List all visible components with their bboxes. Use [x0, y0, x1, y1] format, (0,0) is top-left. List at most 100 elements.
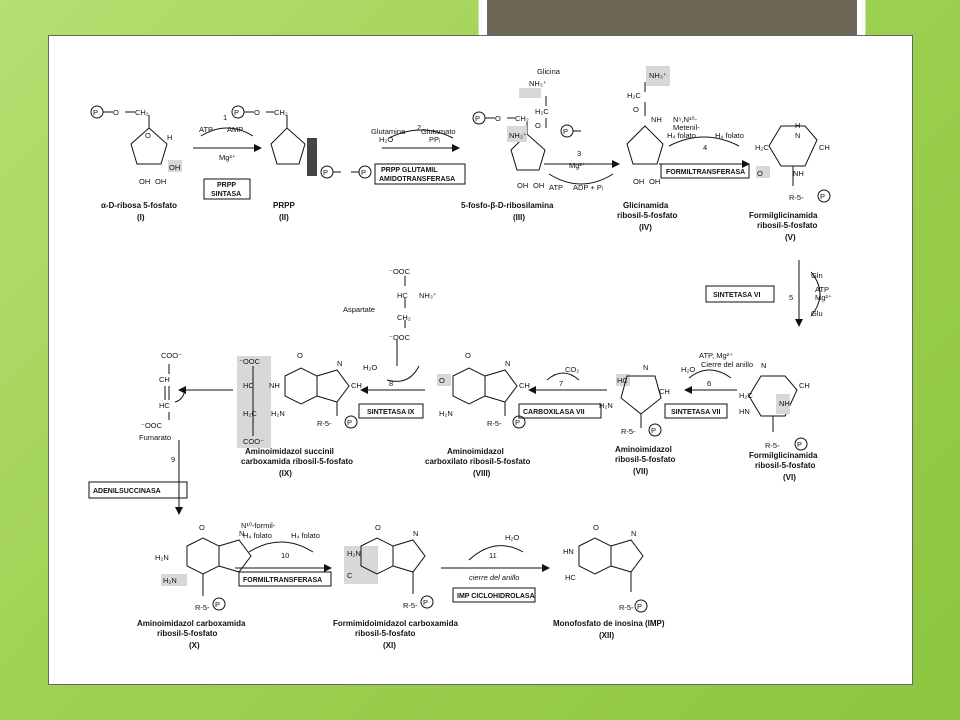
- hc-label: HC: [397, 291, 408, 300]
- ch-label: CH: [519, 381, 530, 390]
- hc-label: HC: [565, 573, 576, 582]
- compound-vi-structure: [748, 375, 808, 451]
- compound-v-number: (V): [785, 233, 796, 242]
- ch-label: CH: [819, 143, 830, 152]
- phosphate-label: P: [475, 114, 480, 123]
- ch2-label: CH₂: [515, 114, 529, 123]
- compound-ii-name: PRPP: [273, 201, 295, 210]
- step1-enzyme-line1: PRPP: [217, 182, 236, 189]
- hc-label: HC: [243, 381, 254, 390]
- step2-input2: H₂O: [379, 135, 393, 144]
- step6-water: H₂O: [681, 365, 695, 374]
- step10-input1: N¹⁰-formil-: [241, 521, 276, 530]
- phosphate-label: P: [563, 127, 568, 136]
- step7-input: CO₂: [565, 365, 579, 374]
- ch-label: CH: [351, 381, 362, 390]
- compound-i-name: α-D-ribosa 5-fosfato: [101, 201, 177, 210]
- compound-ix-number: (IX): [279, 469, 292, 478]
- step4-output: H₄ folato: [715, 131, 744, 140]
- hn-label: HN: [563, 547, 574, 556]
- step2-output2: PPᵢ: [429, 135, 440, 144]
- r5p-label: R-5-: [317, 419, 332, 428]
- step2-enzyme-line1: PRPP GLUTAMIL: [381, 167, 438, 174]
- h2n-label: H₂N: [271, 409, 285, 418]
- h2n-label: H₂N: [163, 576, 177, 585]
- coo-label: ⁻OOC: [389, 267, 411, 276]
- step5-input2: ATP: [815, 285, 829, 294]
- coo-label: COO⁻: [243, 437, 264, 446]
- step3-output: ADP + Pᵢ: [573, 183, 603, 192]
- compound-ix-structure: [237, 356, 358, 448]
- step6-enzyme: SINTETASA VII: [671, 409, 720, 416]
- ch-label: CH: [659, 387, 670, 396]
- compound-i-number: (I): [137, 213, 145, 222]
- ch2-label: H₂C: [739, 391, 753, 400]
- h2n-label: H₂N: [155, 553, 169, 562]
- h2n-label: H₂N: [347, 549, 361, 558]
- compound-vii-name-2: ribosil-5-fosfato: [615, 455, 676, 464]
- phosphate-label: P: [797, 440, 802, 449]
- step9-enzyme: ADENILSUCCINASA: [93, 488, 161, 495]
- step3-number: 3: [577, 149, 581, 158]
- oh-label: OH: [169, 163, 180, 172]
- compound-v-name-1: Formilglicinamida: [749, 211, 818, 220]
- oxygen-label: O: [254, 108, 260, 117]
- r5p-label: R-5-: [403, 601, 418, 610]
- nh3-label: NH₃⁺: [419, 291, 437, 300]
- step8-number: 8: [389, 379, 393, 388]
- step1-enzyme-line2: SINTASA: [211, 191, 241, 198]
- step9-output: Fumarato: [139, 433, 171, 442]
- compound-i-structure: [90, 105, 182, 172]
- r5p-label: R-5-: [195, 603, 210, 612]
- compound-viii-name-2: carboxilato ribosil-5-fosfato: [425, 457, 530, 466]
- step5-output: Glu: [811, 309, 823, 318]
- oh-label: OH: [517, 181, 528, 190]
- compound-iii-number: (III): [513, 213, 525, 222]
- phosphate-label: P: [361, 168, 366, 177]
- compound-ix-name-2: carboxamida ribosil-5-fosfato: [241, 457, 353, 466]
- ch2-label: H₂C: [755, 143, 769, 152]
- r5p-label: R-5-: [621, 427, 636, 436]
- step1-number: 1: [223, 113, 227, 122]
- step4-enzyme: FORMILTRANSFERASA: [666, 169, 745, 176]
- oh-label: OH: [139, 177, 150, 186]
- step11-enzyme: IMP CICLOHIDROLASA: [457, 593, 535, 600]
- compound-iv-structure: [626, 66, 670, 165]
- step4-number: 4: [703, 143, 707, 152]
- step1-input: ATP: [199, 125, 213, 134]
- aspartate-structure: [396, 276, 406, 366]
- compound-x-name-2: ribosil-5-fosfato: [157, 629, 218, 638]
- step8-enzyme: SINTETASA IX: [367, 409, 415, 416]
- ch2-label: CH₂: [135, 108, 149, 117]
- n-label: N: [631, 529, 636, 538]
- compound-x-structure: [161, 537, 252, 611]
- compound-vi-number: (VI): [783, 473, 796, 482]
- step2-number: 2: [417, 123, 421, 132]
- r5p-label: R-5-: [765, 441, 780, 450]
- compound-ii-number: (II): [279, 213, 289, 222]
- oxygen-label: O: [113, 108, 119, 117]
- step10-output: H₄ folato: [291, 531, 320, 540]
- compound-x-number: (X): [189, 641, 200, 650]
- h2n-label: H₂N: [439, 409, 453, 418]
- step11-output: H₂O: [505, 533, 519, 542]
- step5-input3: Mg²⁺: [815, 293, 832, 302]
- hc-label: HC: [159, 401, 170, 410]
- phosphate-label: P: [347, 418, 352, 427]
- step4-input2: Metenil-: [673, 123, 700, 132]
- step6-input1: ATP, Mg²⁺: [699, 351, 733, 360]
- step11-number: 11: [489, 551, 497, 560]
- compound-iii-name: 5-fosfo-β-D-ribosilamina: [461, 201, 554, 210]
- nh-label: NH: [651, 115, 662, 124]
- compound-v-structure: [756, 125, 831, 203]
- compound-xi-name-2: ribosil-5-fosfato: [355, 629, 416, 638]
- step5-enzyme: SINTETASA VI: [713, 292, 761, 299]
- step4-input3: H₄ folato: [667, 131, 696, 140]
- phosphate-label: P: [423, 598, 428, 607]
- step8-water: H₂O: [363, 363, 377, 372]
- n-label: N: [643, 363, 648, 372]
- step7-enzyme: CARBOXILASA VII: [523, 409, 585, 416]
- coo-label: ⁻OOC: [239, 357, 261, 366]
- compound-vii-number: (VII): [633, 467, 648, 476]
- coo-label: ⁻OOC: [141, 421, 163, 430]
